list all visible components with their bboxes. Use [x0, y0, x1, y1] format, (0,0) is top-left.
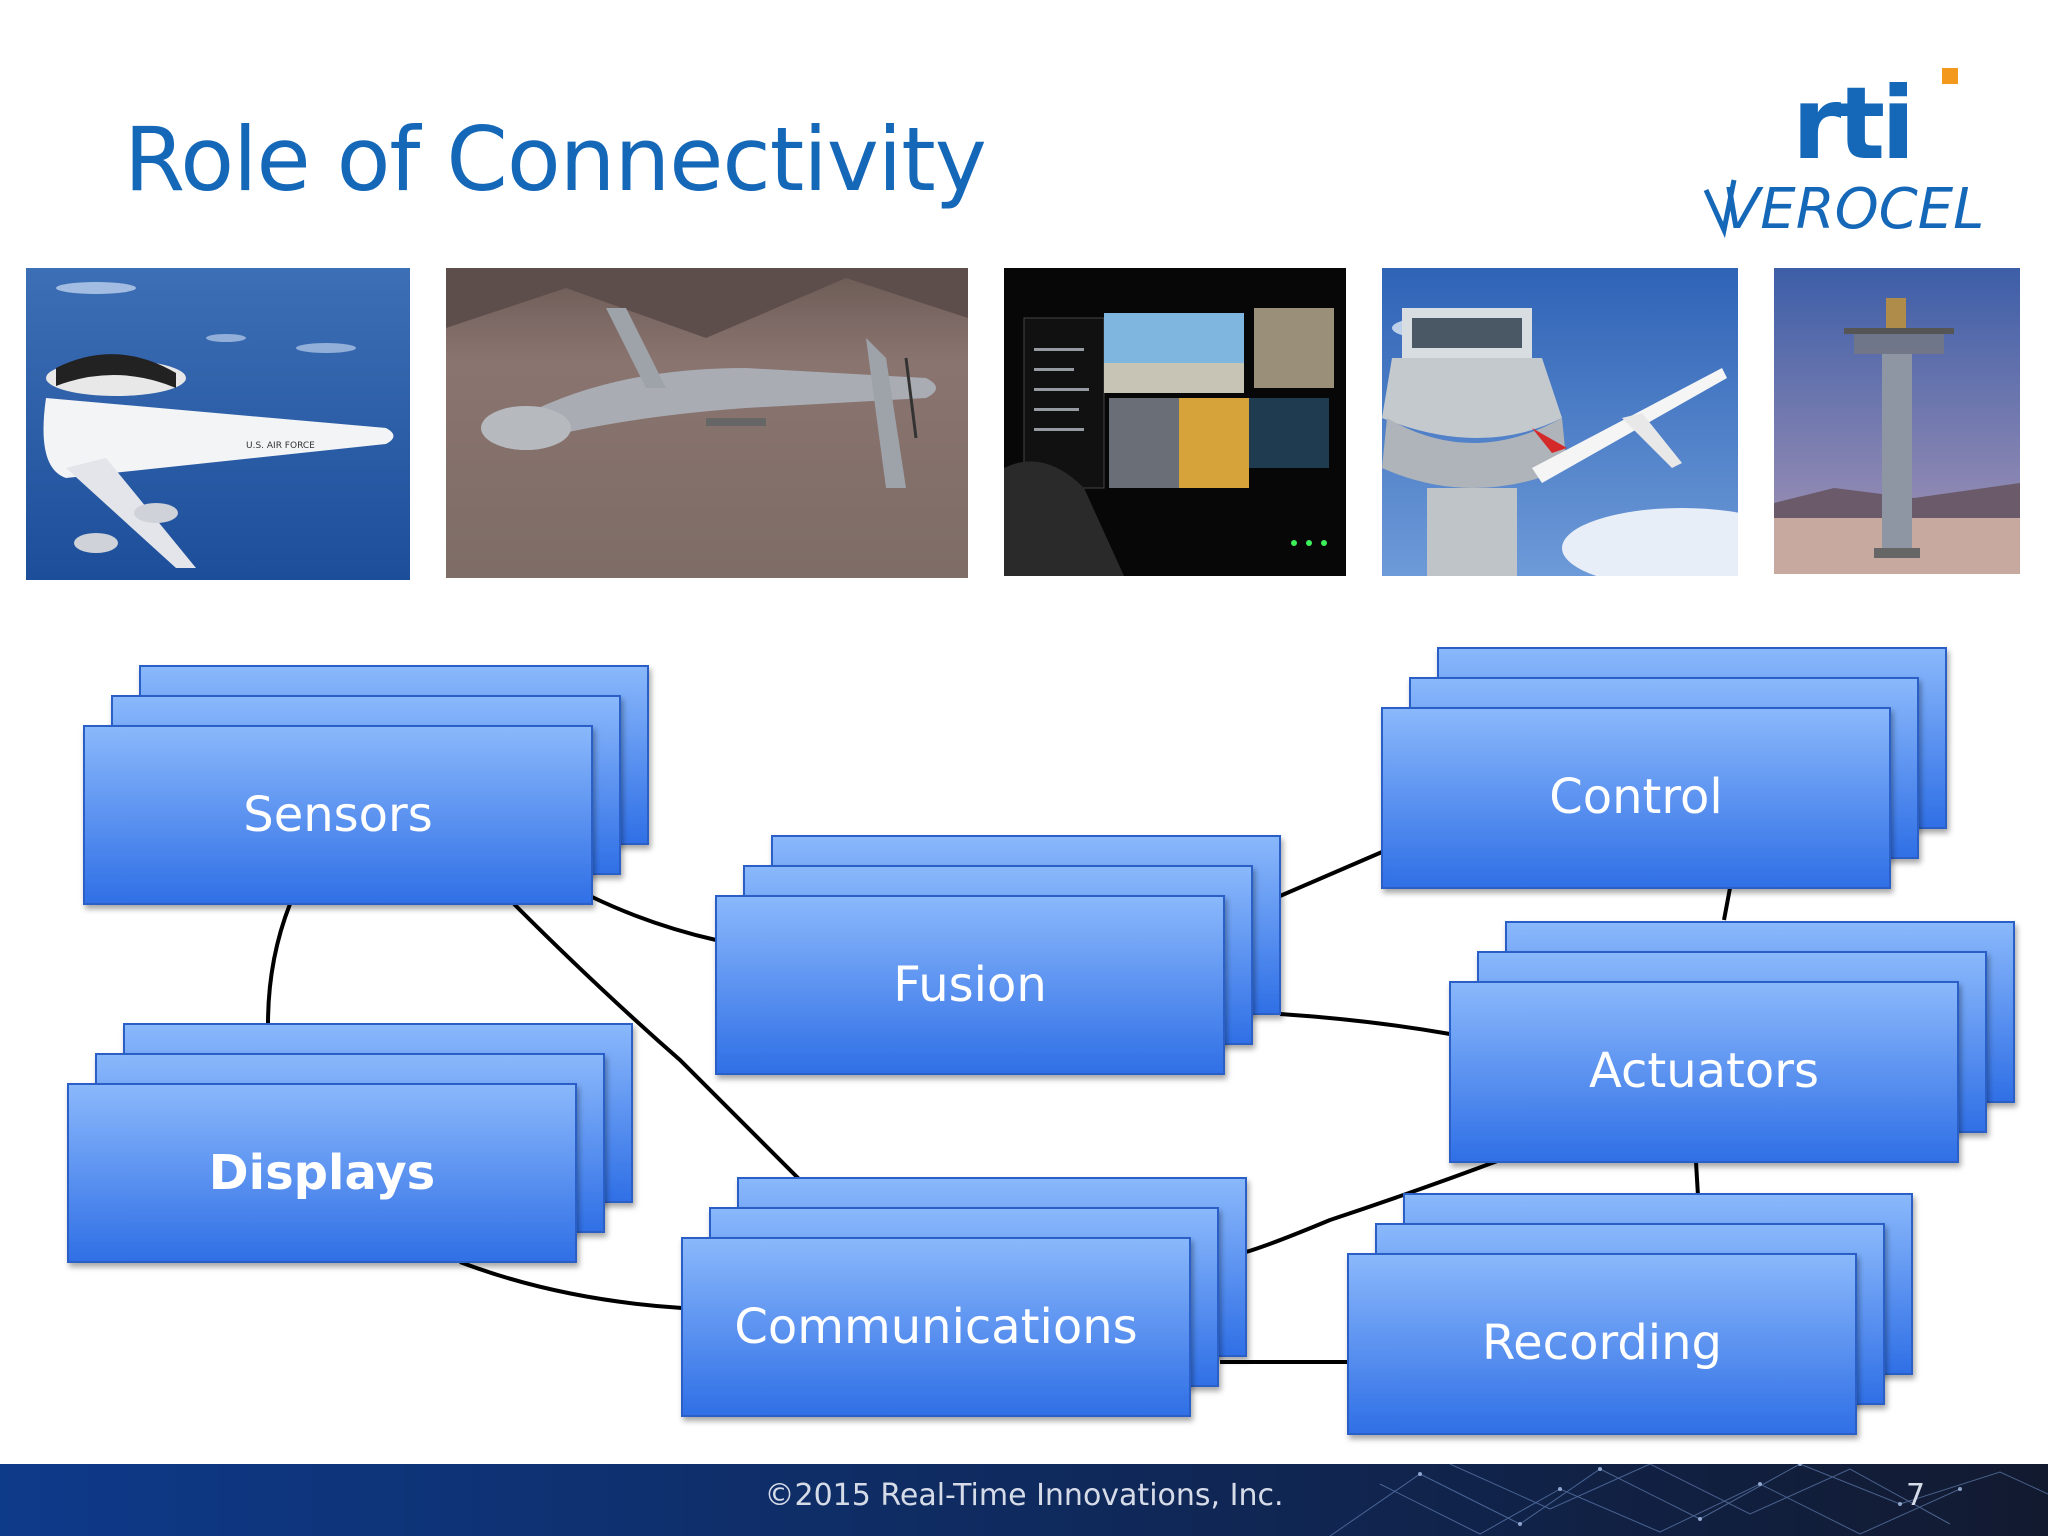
edge-actuators-communications — [1245, 1158, 1501, 1254]
predator-drone-photo — [446, 268, 968, 578]
node-card-front — [1347, 1253, 1857, 1435]
node-card-front — [83, 725, 593, 905]
node-label-control: Control — [1549, 769, 1723, 825]
node-card-front — [67, 1083, 577, 1263]
edge-displays-communications — [459, 1260, 683, 1310]
node-displays: Displays — [67, 1023, 633, 1263]
edge-fusion-actuators — [1279, 1012, 1451, 1036]
node-label-displays: Displays — [209, 1145, 435, 1201]
node-card-front — [1381, 707, 1891, 889]
edge-layer — [266, 850, 1732, 1364]
node-label-actuators: Actuators — [1589, 1043, 1819, 1099]
logo-rti-text: rti — [1792, 65, 1911, 182]
node-card-front — [1449, 981, 1959, 1163]
node-label-communications: Communications — [734, 1299, 1137, 1355]
footer-bar — [0, 1464, 2048, 1536]
node-fusion: Fusion — [715, 835, 1281, 1075]
awacs-aircraft-photo: U.S. AIR FORCE — [26, 268, 410, 580]
edge-sensors-communications — [512, 902, 802, 1182]
footer-copyright: ©2015 Real-Time Innovations, Inc. — [764, 1478, 1284, 1513]
logo-verocel-text: VEROCEL — [1722, 177, 1984, 242]
logo-check-mark — [1703, 179, 1737, 239]
node-communications: Communications — [681, 1177, 1247, 1417]
page-number: 7 — [1906, 1478, 1926, 1513]
logo-accent-dot — [1942, 68, 1958, 84]
edge-sensors-displays — [266, 903, 292, 1084]
node-control: Control — [1381, 647, 1947, 889]
edge-fusion-control — [1279, 850, 1383, 898]
node-recording: Recording — [1347, 1193, 1913, 1435]
node-label-fusion: Fusion — [893, 957, 1047, 1013]
control-tower-photo — [1382, 268, 1738, 576]
rti-verocel-logo: rti VEROCEL — [1703, 65, 1984, 242]
edge-control-actuators — [1722, 887, 1732, 921]
node-card-front — [681, 1237, 1191, 1417]
page-title: Role of Connectivity — [124, 108, 987, 211]
radar-tower-photo — [1774, 268, 2020, 574]
ground-control-station-photo — [1004, 268, 1346, 576]
edge-actuators-recording — [1694, 1161, 1700, 1197]
node-actuators: Actuators — [1449, 921, 2015, 1163]
node-sensors: Sensors — [83, 665, 649, 905]
node-card-front — [715, 895, 1225, 1075]
node-label-sensors: Sensors — [243, 787, 433, 843]
node-label-recording: Recording — [1482, 1315, 1722, 1371]
svg-text:U.S. AIR FORCE: U.S. AIR FORCE — [246, 441, 315, 451]
edge-sensors-fusion — [589, 894, 717, 942]
